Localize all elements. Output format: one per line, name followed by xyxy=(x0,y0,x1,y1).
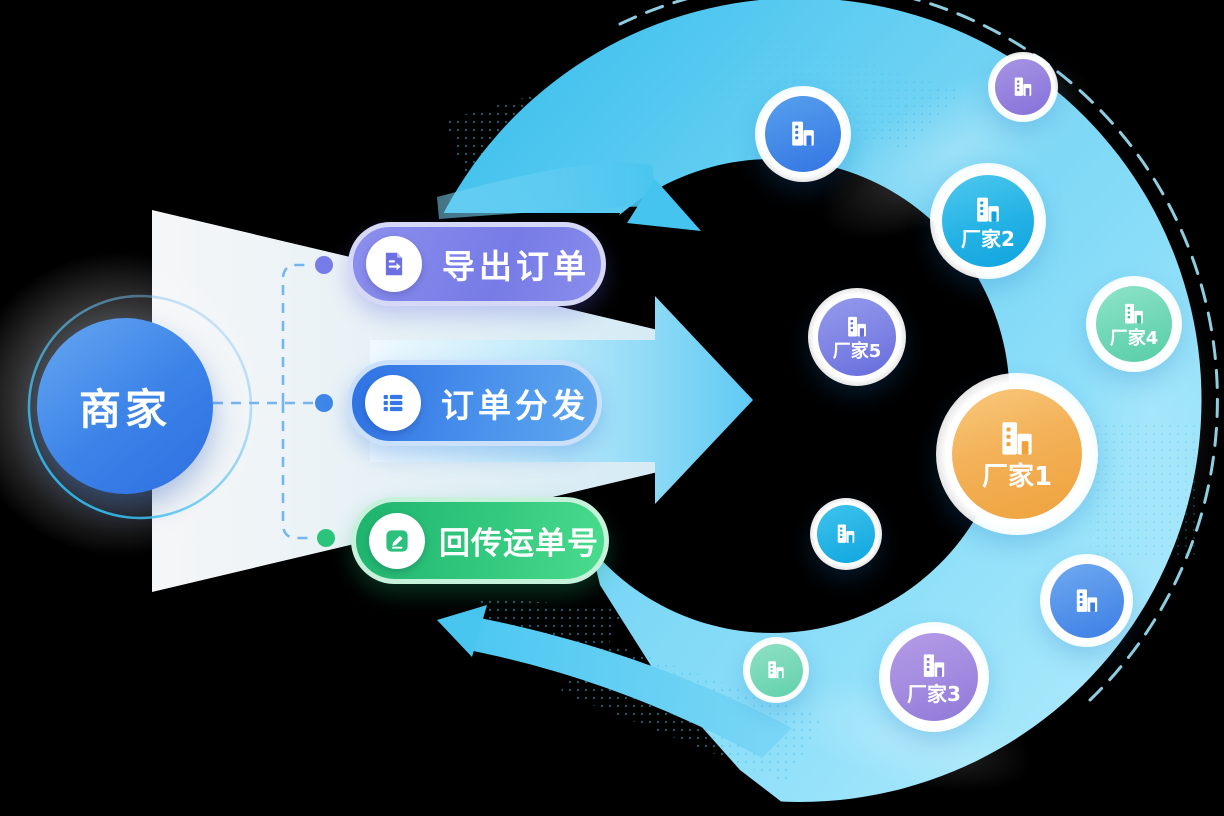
factory-building-icon xyxy=(1071,585,1103,617)
factory-building-icon xyxy=(786,117,820,151)
factory-label: 厂家5 xyxy=(832,340,882,362)
factory-5-node[interactable]: 厂家5 xyxy=(808,288,906,386)
factory-label: 厂家4 xyxy=(1109,327,1159,349)
factory-2-node[interactable]: 厂家2 xyxy=(930,163,1046,279)
action-order-distribution[interactable]: 订单分发 xyxy=(347,360,602,446)
list-icon xyxy=(365,375,421,431)
factory-building-icon xyxy=(1120,300,1148,328)
factory-label: 厂家1 xyxy=(981,462,1053,493)
factory-building-icon xyxy=(843,313,871,341)
factory-building-icon xyxy=(764,658,788,682)
action-label: 订单分发 xyxy=(441,386,589,425)
action-label: 回传运单号 xyxy=(439,526,599,562)
satellite-factory-blue-right[interactable] xyxy=(1040,554,1133,647)
factory-label: 厂家3 xyxy=(907,681,961,706)
merchant-outline-ring xyxy=(27,294,253,520)
factory-building-icon xyxy=(971,193,1005,227)
factory-building-icon xyxy=(833,521,859,547)
satellite-factory-purple-top-right[interactable] xyxy=(988,52,1058,122)
factory-building-icon xyxy=(1010,74,1036,100)
merchant-node[interactable]: 商家 xyxy=(37,318,213,494)
factory-label: 厂家2 xyxy=(961,226,1015,251)
satellite-factory-green-bottom[interactable] xyxy=(743,637,809,703)
edit-pencil-icon xyxy=(369,512,425,569)
connector-lines xyxy=(213,263,316,540)
dispatch-swoosh-arrow xyxy=(437,162,701,231)
action-return-tracking-number[interactable]: 回传运单号 xyxy=(351,497,609,584)
merchant-label: 商家 xyxy=(78,384,171,434)
return-swoosh-arrow xyxy=(437,605,792,758)
action-export-orders[interactable]: 导出订单 xyxy=(348,222,606,306)
factory-building-icon xyxy=(994,416,1040,462)
factory-1-node[interactable]: 厂家1 xyxy=(936,373,1098,535)
satellite-factory-cyan-middle[interactable] xyxy=(810,498,882,570)
export-document-icon xyxy=(366,236,422,292)
factory-building-icon xyxy=(918,650,950,682)
connector-dots xyxy=(315,256,335,547)
factory-4-node[interactable]: 厂家4 xyxy=(1086,276,1182,372)
factory-3-node[interactable]: 厂家3 xyxy=(879,622,989,732)
action-label: 导出订单 xyxy=(442,247,590,286)
satellite-factory-blue-top-left[interactable] xyxy=(755,86,851,182)
